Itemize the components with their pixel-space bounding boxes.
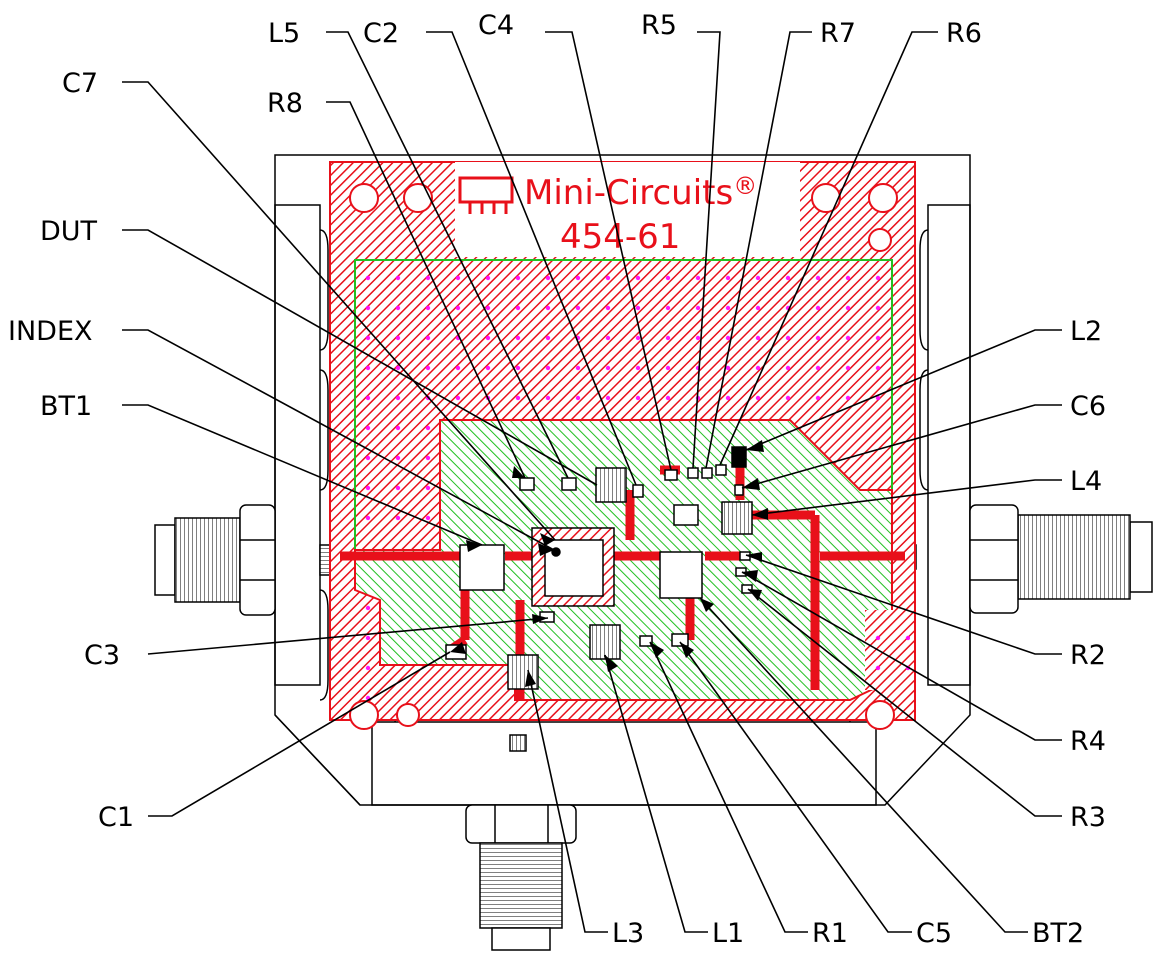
r6-resistor [715, 464, 727, 476]
arrowhead-icon [748, 589, 762, 601]
arrowhead-icon [466, 540, 482, 552]
l1-inductor [589, 624, 621, 660]
label-l4: L4 [1070, 466, 1102, 497]
label-c4: C4 [478, 10, 514, 41]
label-r3: R3 [1070, 802, 1106, 833]
c4-capacitor [664, 469, 678, 481]
c5b-capacitor [671, 633, 689, 647]
arrowhead-icon [450, 642, 466, 654]
arrowheads [450, 440, 768, 687]
arrowhead-icon [680, 642, 694, 658]
label-l2: L2 [1070, 316, 1102, 347]
r7-resistor [701, 467, 713, 479]
l2-inductor [731, 446, 747, 468]
label-l1: L1 [712, 918, 744, 949]
c5-capacitor [673, 504, 699, 526]
sma-connector-left [154, 504, 333, 616]
callout-labels: C7 R8 L5 C2 C4 R5 R7 R6 DUT INDEX BT1 C3… [8, 10, 1106, 949]
chip-logo-icon [458, 176, 514, 214]
arrowhead-icon [538, 543, 554, 556]
arrowhead-icon [752, 508, 768, 520]
arrowhead-icon [742, 478, 760, 490]
label-c6: C6 [1070, 391, 1106, 422]
arrowhead-icon [742, 570, 758, 582]
l5-inductor [595, 467, 627, 503]
label-l3: L3 [612, 918, 644, 949]
mounting-hole-icon [868, 228, 892, 252]
label-dut: DUT [40, 216, 98, 247]
r8-resistor [519, 477, 535, 491]
mounting-hole-icon [403, 183, 433, 213]
sma-connector-right [903, 504, 1153, 614]
c2-capacitor [632, 484, 644, 498]
arrowhead-icon [532, 614, 548, 624]
mounting-hole-icon [396, 703, 420, 727]
leader-lines [122, 31, 1062, 933]
label-r8: R8 [267, 88, 303, 119]
label-r7: R7 [820, 18, 856, 49]
label-l5: L5 [268, 18, 300, 49]
brand-logo: Mini-Circuits® 454-61 [458, 172, 757, 257]
c6-capacitor [734, 484, 744, 496]
label-c1: C1 [98, 802, 134, 833]
label-r5: R5 [641, 10, 677, 41]
part-number: 454-61 [560, 217, 680, 257]
arrowhead-icon [525, 670, 536, 687]
l4-inductor [721, 501, 753, 535]
label-bt1: BT1 [40, 391, 92, 422]
bt1-transformer [459, 544, 505, 591]
sma-connector-bottom [465, 734, 577, 951]
label-r6: R6 [946, 18, 982, 49]
arrowhead-icon [746, 440, 764, 452]
mounting-hole-icon [349, 700, 379, 730]
mounting-hole-icon [865, 700, 895, 730]
arrowhead-icon [746, 552, 762, 562]
arrowhead-icon [605, 655, 618, 672]
arrowhead-icon [700, 598, 714, 612]
label-c2: C2 [363, 18, 399, 49]
brand-name: Mini-Circuits® [524, 172, 757, 213]
c7-capacitor [561, 477, 577, 491]
mounting-holes [349, 183, 898, 730]
label-bt2: BT2 [1032, 918, 1084, 949]
mounting-hole-icon [349, 183, 379, 213]
arrowhead-icon [540, 533, 555, 546]
mounting-hole-icon [811, 183, 841, 213]
mounting-hole-icon [868, 183, 898, 213]
label-r4: R4 [1070, 726, 1106, 757]
label-index: INDEX [8, 316, 93, 347]
bt2-transformer [659, 551, 703, 599]
label-r2: R2 [1070, 640, 1106, 671]
r5-resistor [687, 467, 699, 479]
label-c7: C7 [62, 68, 98, 99]
label-c5: C5 [916, 918, 952, 949]
arrowhead-icon [650, 642, 664, 658]
label-c3: C3 [84, 640, 120, 671]
r3-resistor [741, 584, 753, 594]
r1-resistor [639, 635, 653, 647]
arrowhead-icon [512, 466, 525, 478]
label-r1: R1 [812, 918, 848, 949]
